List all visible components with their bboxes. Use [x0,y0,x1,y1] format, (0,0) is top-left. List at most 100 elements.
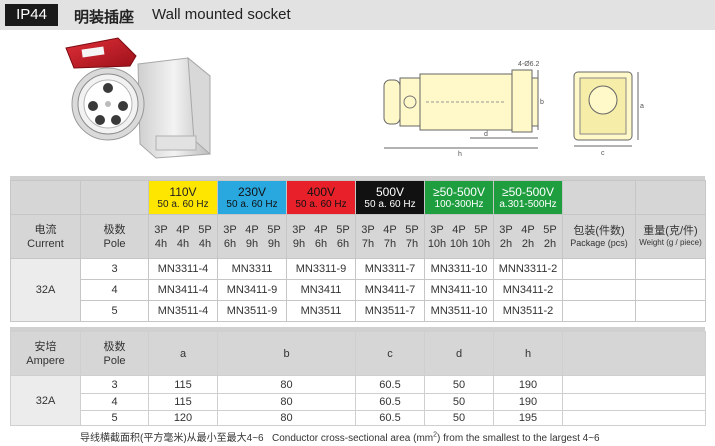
model-cell: MN3511-10 [424,300,494,322]
ampere-value: 32A [10,375,81,426]
pole-cell: 4 [80,279,149,301]
dim-b-side: b [540,99,544,106]
dim-cell: 120 [148,410,218,426]
model-cell: MN3411-7 [355,279,425,301]
dim-cell: 190 [493,393,563,411]
corner-cell [10,180,81,215]
model-cell: MN3411-4 [148,279,218,301]
title-english: Wall mounted socket [152,6,291,23]
model-cell: MN3311-4 [148,258,218,280]
corner-cell-2 [80,180,149,215]
dim-cell: 115 [148,375,218,394]
col-header-c: c [355,331,425,376]
dim-cell: 80 [217,410,356,426]
model-cell: MN3311-10 [424,258,494,280]
dim-cell: 50 [424,393,494,411]
table2-top-strip [10,327,705,331]
product-photo [65,37,211,159]
technical-drawing: 4-Ø6.2 b d h a c [383,61,644,158]
dim-cell: 60.5 [355,410,425,426]
dim-a: a [640,103,644,110]
blank-cell [562,393,706,411]
col-header-b: b [217,331,356,376]
weight-cell [635,279,706,301]
weight-cell [635,300,706,322]
dim-d: d [484,131,488,138]
dim-cell: 195 [493,410,563,426]
footer-en-pre: Conductor cross-sectional area (mm [271,433,434,444]
col-header-d: d [424,331,494,376]
table1-top-strip [10,176,705,180]
pole-cell: 4 [80,393,149,411]
footer-en-sup: 2 [433,431,438,439]
package-cell [562,300,636,322]
pole-cell: 5 [80,410,149,426]
footer-note: 导线横截面积(平方毫米)从最小至最大4~6 Conductor cross-se… [80,429,600,444]
title-chinese: 明装插座 [74,8,135,26]
model-cell: MN3411-10 [424,279,494,301]
model-cell: MN3511-9 [217,300,287,322]
blank-header [562,331,706,376]
model-cell: MN3511-2 [493,300,563,322]
dim-c: c [601,150,605,157]
dim-cell: 50 [424,375,494,394]
package-cell [562,279,636,301]
ip-rating-badge: IP44 [5,4,58,26]
corner-cell-4 [635,180,706,215]
footer-en-post: ) from the smallest to the largest 4~6 [437,433,600,444]
current-value: 32A [10,258,81,322]
hole-label: 4-Ø6.2 [518,61,540,68]
package-cell [562,258,636,280]
dim-h: h [458,151,462,158]
model-cell: MN3411-2 [493,279,563,301]
side-view [383,69,539,149]
model-cell: MN3411-9 [217,279,287,301]
model-cell: MN3311-9 [286,258,356,280]
model-cell: MN3511-4 [148,300,218,322]
weight-header: 重量(克/件)Weight (g / piece) [635,214,706,259]
dim-cell: 60.5 [355,393,425,411]
corner-cell-3 [562,180,636,215]
dim-cell: 50 [424,410,494,426]
blank-cell [562,410,706,426]
pole-cell: 5 [80,300,149,322]
pole-cell: 3 [80,258,149,280]
model-cell: MN3511 [286,300,356,322]
footer-cn: 导线横截面积(平方毫米)从最小至最大4~6 [80,433,264,444]
dim-cell: 80 [217,393,356,411]
col-header-a: a [148,331,218,376]
dim-cell: 190 [493,375,563,394]
model-cell: MN3311-7 [355,258,425,280]
col-header-h: h [493,331,563,376]
model-cell: MN3311 [217,258,287,280]
weight-cell [635,258,706,280]
front-view [573,71,639,147]
blank-cell [562,375,706,394]
model-cell: MN3511-7 [355,300,425,322]
model-cell: MN3411 [286,279,356,301]
dim-cell: 80 [217,375,356,394]
dim-cell: 60.5 [355,375,425,394]
model-cell: MNN3311-2 [493,258,563,280]
package-header: 包装(件数)Package (pcs) [562,214,636,259]
dim-cell: 115 [148,393,218,411]
pole-cell: 3 [80,375,149,394]
